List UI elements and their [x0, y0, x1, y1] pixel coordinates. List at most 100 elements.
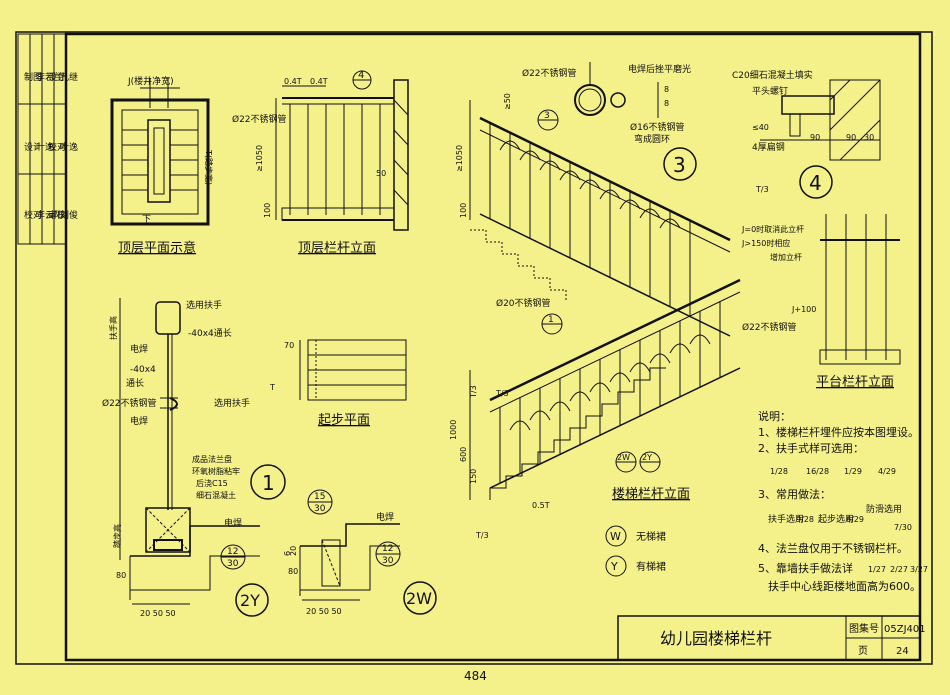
pipe22-label-a: Ø22不锈钢管: [232, 113, 287, 125]
callout-4: 4: [809, 171, 822, 195]
frac-9-28: 9/28: [796, 515, 814, 524]
callout-ref-1: 1: [548, 315, 554, 325]
detail-3: Ø22不锈钢管 电焊后挫平磨光 8 8 Ø16不锈钢管 弯成圆环 3: [522, 62, 697, 181]
t-width-label: T(踏步宽): [204, 149, 214, 185]
notes: 说明： 1、楼梯栏杆埋件应按本图埋设。 2、扶手式样可选用： 1/28 16/2…: [758, 409, 928, 593]
frac-3-27: 3/27: [910, 565, 928, 574]
dim-1000: 1000: [449, 420, 458, 440]
frac-15-30-num: 15: [314, 492, 325, 502]
fine-concrete-label: 细石混凝土: [196, 490, 236, 500]
sig-role-4: 审核: [48, 209, 66, 221]
frac-1-29: 1/29: [844, 467, 862, 476]
sig-role-3: 制图: [24, 71, 42, 83]
flat-steel-label: 4厚扁钢: [752, 141, 785, 153]
dim-40: ≤40: [752, 123, 769, 132]
dim-1050-b: ≥1050: [455, 145, 464, 172]
weld-label-3: 电焊: [224, 517, 242, 529]
callout-1-circle: [250, 464, 286, 500]
j0-note: J=0时取消此立杆: [741, 224, 804, 234]
pipe16-label: Ø16不锈钢管: [630, 121, 685, 133]
weld-label-1: 电焊: [130, 343, 148, 355]
c20-concrete-label: C20细石混凝土填实: [732, 69, 813, 81]
callout-2y: 2Y: [240, 591, 260, 610]
detail-4: C20细石混凝土填实 平头螺钉 ≤40 90 90 30 4厚扁钢 4: [732, 69, 881, 199]
dim-50-a: ≥50: [503, 93, 512, 110]
sig-name-5: 叶逸: [60, 142, 78, 153]
sig-role-2: 设计: [24, 141, 42, 153]
dim-30: 30: [864, 133, 874, 142]
stair-railing-view: ≥1050 100 ≥50 1000 600 150 T/3 T/3 0.5T …: [449, 93, 797, 577]
bent-ring-label: 弯成圆环: [634, 133, 670, 145]
dim-04t-a: 0.4T: [284, 77, 302, 86]
pipe22-label-b: Ø22不锈钢管: [102, 397, 157, 409]
dim-100-a: 100: [263, 203, 272, 218]
tread-height-label: 踏步高: [112, 524, 122, 548]
top-railing-view: 0.4T 0.4T Ø22不锈钢管 ≥1050 100 50 4 顶层栏杆立面: [232, 70, 409, 256]
frac-6-29: 6/29: [846, 515, 864, 524]
callout-3-circle: [663, 147, 697, 181]
stair-railing-title: 楼梯栏杆立面: [612, 487, 690, 502]
note-3: 3、常用做法：: [758, 487, 831, 501]
dim-20-50-50-a: 20 50 50: [140, 609, 176, 618]
callout-2w: 2W: [406, 589, 432, 608]
page-number-box: 24: [896, 646, 909, 657]
j150-note: J>150时相应: [741, 238, 790, 248]
legend-no-skirt: 无梯裙: [636, 530, 666, 543]
start-plan-title: 起步平面: [318, 413, 370, 428]
pipe20-label: Ø20不锈钢管: [496, 297, 551, 309]
page-label: 页: [858, 645, 868, 657]
top-plan-title: 顶层平面示意: [118, 240, 196, 256]
dim-1050-a: ≥1050: [255, 145, 264, 172]
down-label: 下: [142, 215, 151, 225]
j-width-label: J(楼井净宽): [127, 75, 174, 87]
j100-label: J+100: [791, 305, 816, 314]
frac-1-27: 1/27: [868, 565, 886, 574]
platform-railing-title: 平台栏杆立面: [816, 375, 894, 390]
dim-600: 600: [459, 447, 468, 462]
sig-name-1: 李云阳: [36, 209, 63, 221]
dim-04t-b: 0.4T: [310, 77, 328, 86]
atlas-number: 05ZJ401: [884, 624, 926, 635]
dim-8-b: 8: [664, 99, 669, 108]
dim-t3-c: T/3: [475, 531, 489, 540]
book-page-number: 484: [464, 669, 487, 683]
dim-90-b: 90: [846, 133, 856, 142]
start-plan-view: 70 T 起步平面: [269, 339, 407, 428]
note-3-start: 起步选用: [818, 513, 854, 525]
frac-4-29: 4/29: [878, 467, 896, 476]
frac-12-30-b-den: 30: [382, 556, 394, 566]
flat-nail-label: 平头螺钉: [752, 86, 788, 97]
flange-label: 成品法兰盘: [192, 454, 232, 464]
weld-label-4: 电焊: [376, 511, 394, 523]
signature-table: 校对 设计 制图 李云阳 叶逸 李若兰 审核 校对 设计 刘俊 叶逸 孔继: [17, 33, 78, 245]
dim-t3-b: T/3: [755, 185, 769, 194]
callout-4-circle: [799, 165, 833, 199]
frac-15-30-den: 30: [314, 504, 326, 514]
callout-1: 1: [262, 471, 275, 495]
title-block: 幼儿园楼梯栏杆 图集号 05ZJ401 页 24: [617, 615, 926, 661]
add-post-note: 增加立杆: [770, 252, 802, 262]
dim-20: 20: [289, 546, 298, 556]
post-c15-label: 后浇C15: [196, 478, 228, 488]
select-handrail-2: 选用扶手: [214, 397, 250, 409]
dim-t3-a: T/3: [469, 385, 478, 399]
select-handrail-1: 选用扶手: [186, 299, 222, 311]
bar-40x4: -40x4: [130, 365, 156, 375]
frac-7-30: 7/30: [894, 523, 912, 532]
bar-long: 通长: [126, 377, 144, 389]
callout-ref-2w: 2W: [617, 453, 630, 462]
frac-12-30-b-num: 12: [382, 544, 393, 554]
frac-1-28: 1/28: [770, 467, 788, 476]
platform-railing-view: J=0时取消此立杆 J>150时相应 增加立杆 J+100 平台栏杆立面: [741, 214, 901, 390]
callout-2w-circle: [403, 581, 437, 615]
dim-t3-d: T/3: [495, 389, 509, 398]
note-4: 4、法兰盘仅用于不锈钢栏杆。: [758, 541, 908, 555]
weld-label-2: 电焊: [130, 415, 148, 427]
dim-6: 6: [283, 551, 292, 556]
callout-2y-circle: [235, 583, 269, 617]
legend-w-circle: [605, 525, 627, 547]
top-railing-title: 顶层栏杆立面: [298, 241, 376, 256]
note-3-antislip: 防滑选用: [866, 503, 902, 515]
weld-polish-label: 电焊后挫平磨光: [628, 63, 691, 75]
